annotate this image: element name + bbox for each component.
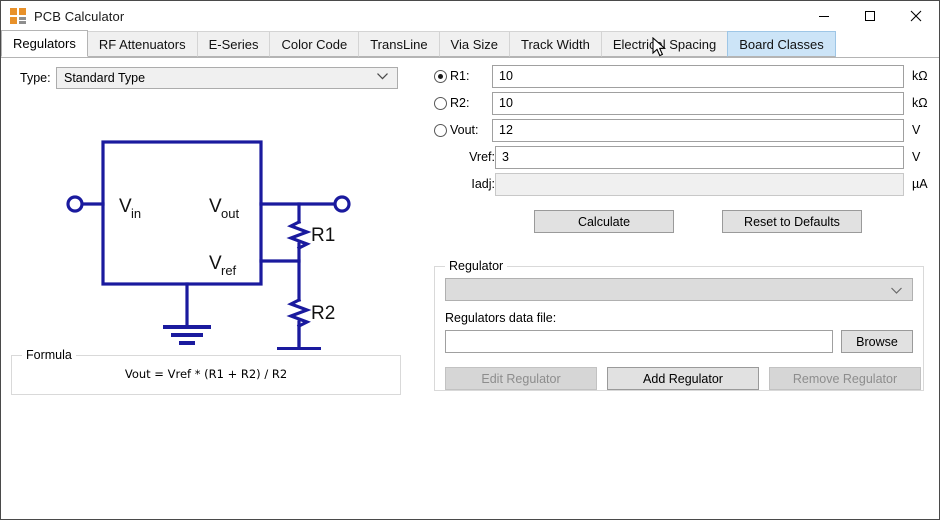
r2-label: R2 <box>311 303 335 324</box>
field-row-vref: Vref: 3 V <box>434 145 934 169</box>
remove-regulator-button: Remove Regulator <box>769 367 921 390</box>
window-controls <box>801 1 939 31</box>
tab-regulators[interactable]: Regulators <box>1 30 88 57</box>
radio-r2[interactable] <box>434 96 447 110</box>
label-r1: R1: <box>450 69 470 83</box>
vout-label: V <box>209 196 222 217</box>
tab-color-code[interactable]: Color Code <box>269 31 360 57</box>
regulators-data-file-input[interactable] <box>445 330 833 353</box>
radio-r1[interactable] <box>434 69 447 83</box>
input-vref[interactable]: 3 <box>495 145 904 169</box>
label-r2: R2: <box>450 96 470 110</box>
maximize-button[interactable] <box>847 1 893 31</box>
field-row-r1: R1: 10 kΩ <box>434 64 934 88</box>
reset-to-defaults-button[interactable]: Reset to Defaults <box>722 210 862 233</box>
label-vref: Vref: <box>469 150 495 164</box>
chevron-down-icon <box>890 284 903 298</box>
formula-groupbox: Formula Vout = Vref * (R1 + R2) / R2 <box>11 348 401 395</box>
regulator-select[interactable] <box>445 278 913 301</box>
add-regulator-button[interactable]: Add Regulator <box>607 367 759 390</box>
regulator-circuit-diagram: V in V out V ref R1 R2 <box>9 100 409 351</box>
field-row-r2: R2: 10 kΩ <box>434 91 934 115</box>
title-bar: PCB Calculator <box>1 1 939 31</box>
regulator-groupbox: Regulator Regulators data file: Browse E… <box>434 259 924 391</box>
unit-r1: kΩ <box>912 69 928 83</box>
regulators-panel: Type: Standard Type <box>1 58 939 519</box>
vin-sub: in <box>131 206 141 221</box>
formula-text: Vout = Vref * (R1 + R2) / R2 <box>124 367 288 381</box>
input-vout-value: 12 <box>499 123 513 137</box>
input-r2[interactable]: 10 <box>492 91 904 115</box>
vin-label: V <box>119 196 132 217</box>
calculator-icon <box>10 8 26 24</box>
field-row-vout: Vout: 12 V <box>434 118 934 142</box>
edit-regulator-button: Edit Regulator <box>445 367 597 390</box>
r1-label: R1 <box>311 225 335 246</box>
left-column: Type: Standard Type <box>1 58 416 519</box>
minimize-button[interactable] <box>801 1 847 31</box>
tab-transline[interactable]: TransLine <box>358 31 440 57</box>
tab-electrical-spacing[interactable]: Electrical Spacing <box>600 31 729 57</box>
radio-placeholder-iadj <box>434 178 447 191</box>
vout-sub: out <box>221 206 239 221</box>
vref-sub: ref <box>221 263 237 278</box>
radio-vout[interactable] <box>434 123 447 137</box>
tab-e-series[interactable]: E-Series <box>196 31 271 57</box>
type-select-value: Standard Type <box>64 71 146 85</box>
input-r2-value: 10 <box>499 96 513 110</box>
tab-board-classes[interactable]: Board Classes <box>727 31 836 57</box>
unit-iadj: µA <box>912 177 928 191</box>
input-vref-value: 3 <box>502 150 509 164</box>
close-button[interactable] <box>893 1 939 31</box>
regulator-legend: Regulator <box>445 259 508 273</box>
chevron-down-icon <box>376 70 389 84</box>
label-iadj: Iadj: <box>471 177 495 191</box>
tab-track-width[interactable]: Track Width <box>509 31 602 57</box>
calculate-button[interactable]: Calculate <box>534 210 674 233</box>
input-r1[interactable]: 10 <box>492 64 904 88</box>
tab-rf-attenuators[interactable]: RF Attenuators <box>86 31 198 57</box>
radio-placeholder-vref <box>434 151 447 164</box>
input-vout[interactable]: 12 <box>492 118 904 142</box>
regulators-data-file-label: Regulators data file: <box>445 311 557 325</box>
vref-label: V <box>209 253 222 274</box>
unit-r2: kΩ <box>912 96 928 110</box>
tab-via-size[interactable]: Via Size <box>438 31 511 57</box>
right-column: R1: 10 kΩ R2: 10 kΩ Vout: 12 V Vref <box>416 58 939 519</box>
tab-bar: Regulators RF Attenuators E-Series Color… <box>1 30 939 58</box>
type-select[interactable]: Standard Type <box>56 67 398 89</box>
browse-button[interactable]: Browse <box>841 330 913 353</box>
input-r1-value: 10 <box>499 69 513 83</box>
field-row-iadj: Iadj: µA <box>434 172 934 196</box>
input-iadj <box>495 172 904 196</box>
type-label: Type: <box>20 71 51 85</box>
type-row: Type: Standard Type <box>20 67 398 89</box>
unit-vref: V <box>912 150 921 164</box>
window-title: PCB Calculator <box>34 8 125 24</box>
formula-legend: Formula <box>22 348 76 362</box>
unit-vout: V <box>912 123 921 137</box>
label-vout: Vout: <box>450 123 479 137</box>
